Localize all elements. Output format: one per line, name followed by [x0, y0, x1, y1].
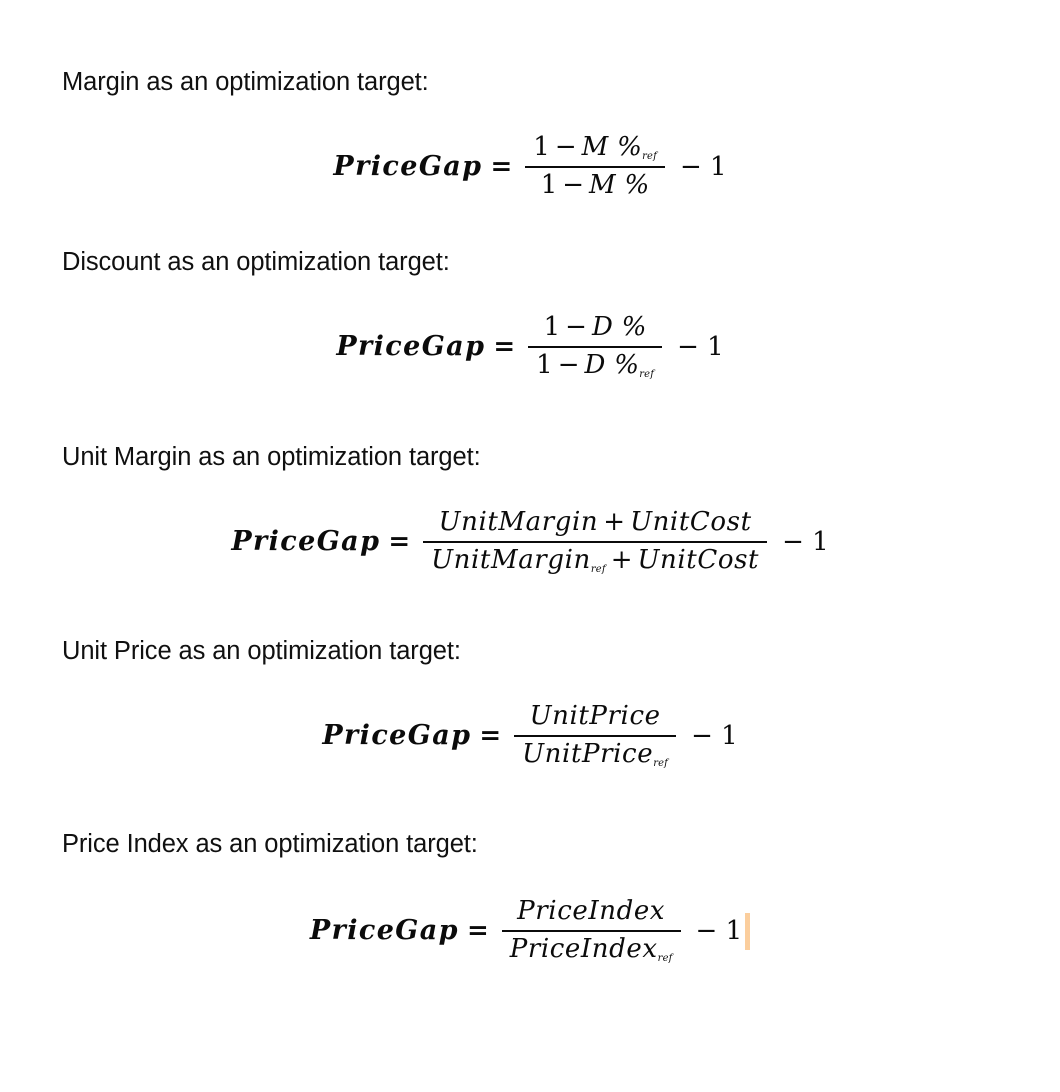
numerator-minus: −	[565, 312, 587, 342]
formula-tail: − 1	[695, 915, 743, 946]
denominator-subscript: ref	[657, 952, 673, 964]
formula-row-unit-price: PriceGap = UnitPrice UnitPriceref − 1	[0, 701, 1060, 770]
equals-sign: =	[388, 526, 411, 557]
formula-tail: − 1	[679, 151, 727, 182]
fraction-denominator: UnitMarginref +UnitCost	[423, 543, 767, 576]
formula-lhs: PriceGap	[231, 526, 381, 558]
denominator-subscript: ref	[639, 368, 655, 380]
heading-discount: Discount as an optimization target:	[62, 248, 450, 276]
fraction: UnitPrice UnitPriceref	[511, 701, 679, 770]
formula-tail: − 1	[691, 720, 738, 751]
heading-unit-margin: Unit Margin as an optimization target:	[62, 443, 481, 471]
equals-sign: =	[493, 331, 516, 362]
fraction-denominator: 1−M %	[533, 168, 658, 201]
equals-sign: =	[466, 915, 489, 946]
fraction: 1−D % 1−D %ref	[525, 312, 665, 381]
denominator-subscript: ref	[590, 563, 606, 575]
numerator-term1: UnitMargin	[438, 507, 599, 537]
fraction-bar	[423, 540, 768, 543]
formula-discount: PriceGap = 1−D % 1−D %ref − 1	[336, 312, 724, 381]
formula-tail: − 1	[782, 526, 829, 557]
fraction-denominator: UnitPriceref	[514, 737, 676, 770]
denominator-variable: M %	[589, 169, 650, 200]
heading-margin: Margin as an optimization target:	[62, 68, 429, 96]
denominator-variable: D %	[584, 349, 640, 380]
fraction-bar	[528, 345, 663, 348]
formula-row-margin: PriceGap = 1−M %ref 1−M % − 1	[0, 132, 1060, 201]
fraction-denominator: PriceIndexref	[502, 932, 681, 965]
text-cursor-caret[interactable]	[745, 913, 751, 951]
formula-tail: − 1	[677, 331, 724, 362]
heading-unit-price: Unit Price as an optimization target:	[62, 637, 461, 665]
equals-sign: =	[479, 720, 502, 751]
formula-lhs: PriceGap	[322, 720, 472, 752]
denominator-term1: UnitPrice	[522, 738, 654, 769]
denominator-term1: UnitMargin	[431, 544, 591, 575]
numerator-one: 1	[533, 132, 550, 162]
numerator-variable: D %	[591, 312, 647, 342]
formula-price-index: PriceGap = PriceIndex PriceIndexref − 1	[309, 896, 751, 965]
denominator-subscript: ref	[653, 757, 669, 769]
denominator-term2: UnitCost	[637, 544, 760, 575]
numerator-term2: UnitCost	[630, 507, 752, 537]
fraction-bar	[525, 165, 665, 168]
numerator-subscript: ref	[642, 151, 657, 163]
denominator-plus: +	[610, 544, 633, 575]
numerator-plus: +	[603, 507, 626, 537]
numerator-variable: M %	[581, 132, 643, 162]
denominator-minus: −	[562, 169, 585, 200]
formula-unit-price: PriceGap = UnitPrice UnitPriceref − 1	[322, 701, 738, 770]
equals-sign: =	[490, 151, 513, 182]
formula-row-discount: PriceGap = 1−D % 1−D %ref − 1	[0, 312, 1060, 381]
fraction-numerator: 1−M %ref	[525, 132, 665, 166]
formula-unit-margin: PriceGap = UnitMargin+UnitCost UnitMargi…	[231, 507, 829, 576]
formula-lhs: PriceGap	[333, 151, 483, 183]
formula-lhs: PriceGap	[336, 331, 486, 363]
denominator-term1: PriceIndex	[509, 933, 658, 964]
fraction-numerator: PriceIndex	[509, 896, 673, 930]
heading-price-index: Price Index as an optimization target:	[62, 830, 478, 858]
denominator-minus: −	[557, 349, 580, 380]
fraction-numerator: UnitPrice	[522, 701, 669, 735]
numerator-minus: −	[554, 132, 577, 162]
fraction: 1−M %ref 1−M %	[522, 132, 668, 201]
fraction-numerator: UnitMargin+UnitCost	[431, 507, 760, 541]
fraction: UnitMargin+UnitCost UnitMarginref+UnitCo…	[420, 507, 770, 576]
fraction: PriceIndex PriceIndexref	[499, 896, 684, 965]
fraction-bar	[501, 929, 681, 932]
formula-margin: PriceGap = 1−M %ref 1−M % − 1	[333, 132, 727, 201]
numerator-one: 1	[543, 312, 561, 342]
formula-lhs: PriceGap	[309, 915, 459, 947]
numerator-term1: PriceIndex	[517, 896, 666, 926]
fraction-denominator: 1−D %ref	[528, 348, 662, 381]
denominator-one: 1	[536, 349, 553, 380]
fraction-bar	[514, 734, 677, 737]
fraction-numerator: 1−D %	[536, 312, 655, 346]
formula-row-unit-margin: PriceGap = UnitMargin+UnitCost UnitMargi…	[0, 507, 1060, 576]
numerator-term1: UnitPrice	[529, 701, 661, 731]
denominator-one: 1	[540, 169, 558, 200]
formula-row-price-index: PriceGap = PriceIndex PriceIndexref − 1	[0, 896, 1060, 965]
